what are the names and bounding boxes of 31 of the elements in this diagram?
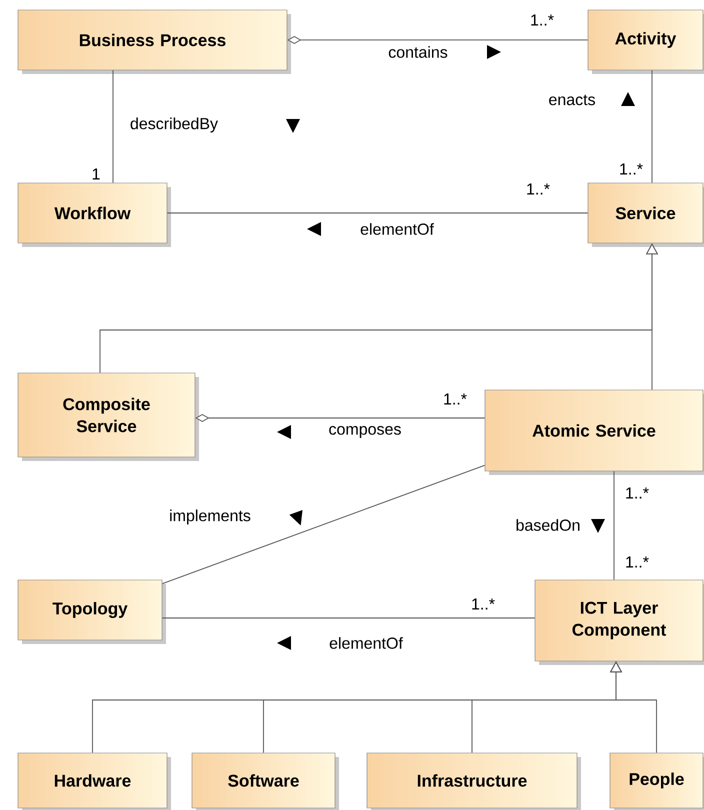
edge-label: composes bbox=[329, 426, 401, 438]
multiplicity: 1..* bbox=[444, 393, 467, 404]
class-box: Business Process bbox=[18, 10, 291, 74]
association-line bbox=[112, 70, 114, 184]
association-line bbox=[162, 464, 486, 584]
class-box: Infrastructure bbox=[366, 752, 581, 810]
multiplicity: 1..* bbox=[626, 556, 649, 568]
class-box: Atomic Service bbox=[484, 390, 704, 475]
multiplicity: 1..* bbox=[620, 163, 643, 174]
class-box: People bbox=[610, 752, 704, 810]
class-box: Hardware bbox=[18, 752, 171, 810]
class-box: ICT Layer Component bbox=[534, 580, 704, 665]
edge-label: elementOf bbox=[330, 637, 403, 649]
multiplicity: 1 bbox=[92, 168, 100, 180]
class-box: Topology bbox=[18, 580, 166, 644]
class-box: Service bbox=[588, 182, 704, 247]
edge-label: describedBy bbox=[130, 118, 218, 132]
edge-label: elementOf bbox=[360, 223, 434, 235]
multiplicity: 1..* bbox=[626, 488, 649, 498]
multiplicity: 1..* bbox=[527, 183, 550, 194]
class-box: Composite Service bbox=[18, 372, 199, 461]
edge-label: implements bbox=[170, 510, 250, 524]
edge-label: enacts bbox=[549, 94, 595, 106]
class-box: Software bbox=[192, 752, 339, 810]
class-box: Activity bbox=[588, 10, 704, 74]
multiplicity: 1..* bbox=[472, 598, 495, 610]
multiplicity: 1..* bbox=[531, 14, 554, 26]
edge-label: contains bbox=[388, 46, 448, 58]
edge-label: basedOn bbox=[516, 519, 580, 531]
class-box: Workflow bbox=[18, 182, 171, 247]
association-line bbox=[166, 212, 588, 214]
